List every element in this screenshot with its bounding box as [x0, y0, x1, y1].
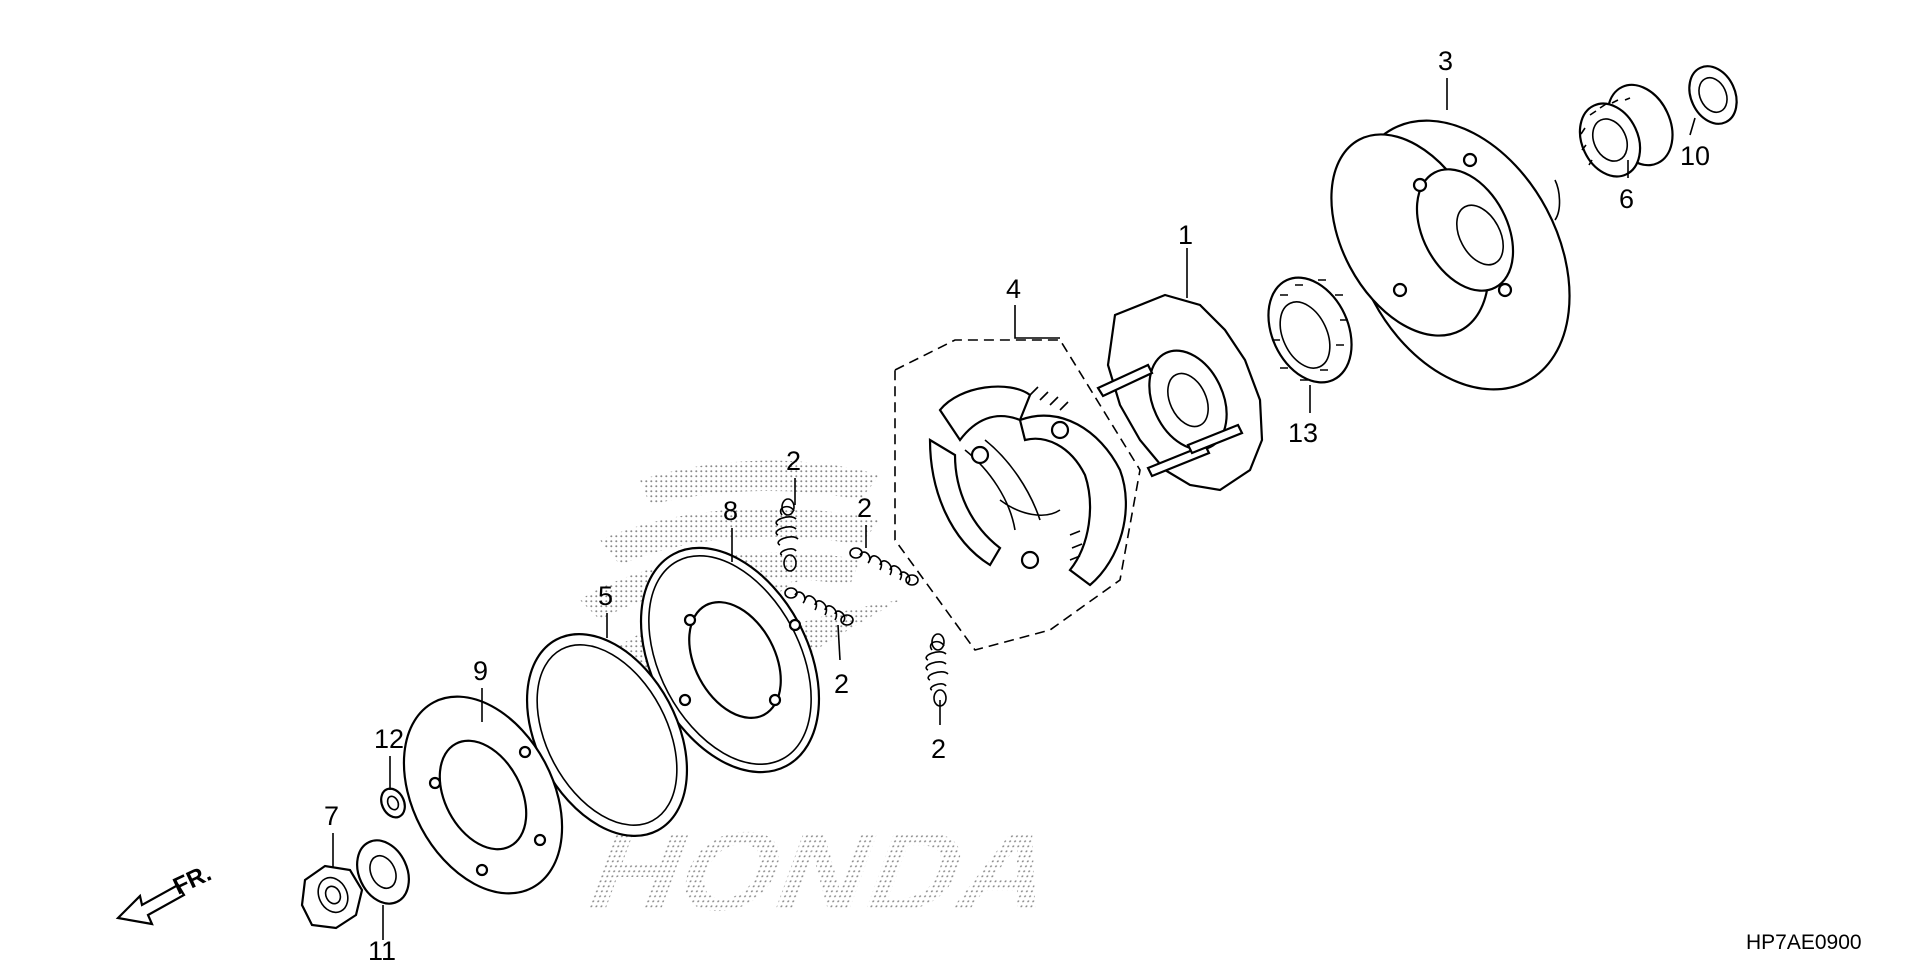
callout-7: 7 — [324, 801, 339, 831]
callout-9: 9 — [473, 656, 488, 686]
part-3-clutch-outer — [1330, 119, 1571, 391]
callout-11: 11 — [368, 936, 396, 960]
callout-2-top: 2 — [786, 446, 801, 476]
callout-2-mid: 2 — [857, 493, 872, 523]
part-13-one-way-clutch — [1267, 276, 1353, 384]
callouts: 1 2 2 2 2 3 4 5 6 7 8 9 10 11 12 13 — [324, 46, 1710, 960]
part-2-spring-top — [775, 498, 799, 572]
part-5-gasket — [525, 633, 689, 837]
part-4-clutch-weight-set — [894, 339, 1141, 651]
callout-5: 5 — [598, 581, 613, 611]
part-10-washer — [1688, 65, 1738, 125]
leader-lines — [332, 78, 1696, 940]
callout-2-lower: 2 — [834, 669, 849, 699]
callout-13: 13 — [1288, 418, 1318, 448]
part-2-spring-bottom — [925, 633, 949, 707]
part-7-nut — [300, 864, 364, 930]
callout-1: 1 — [1178, 220, 1193, 250]
part-8-plate — [639, 546, 821, 774]
part-1-drive-plate — [1096, 293, 1264, 492]
part-2-spring-mid — [849, 547, 919, 586]
drawing-code: HP7AE0900 — [1746, 931, 1862, 954]
callout-10: 10 — [1680, 141, 1710, 171]
callout-8: 8 — [723, 496, 738, 526]
callout-6: 6 — [1619, 184, 1634, 214]
part-6-primary-gear — [1578, 83, 1674, 178]
part-12-lock-washer — [380, 787, 406, 819]
callout-12: 12 — [374, 724, 404, 754]
callout-2-bottom: 2 — [931, 734, 946, 764]
front-arrow-icon — [115, 883, 186, 926]
front-direction-indicator: FR. — [115, 860, 216, 926]
part-11-washer — [356, 839, 410, 905]
part-9-side-plate — [402, 695, 564, 895]
callout-4: 4 — [1006, 274, 1021, 304]
callout-3: 3 — [1438, 46, 1453, 76]
part-2-spring-lower — [784, 587, 854, 626]
